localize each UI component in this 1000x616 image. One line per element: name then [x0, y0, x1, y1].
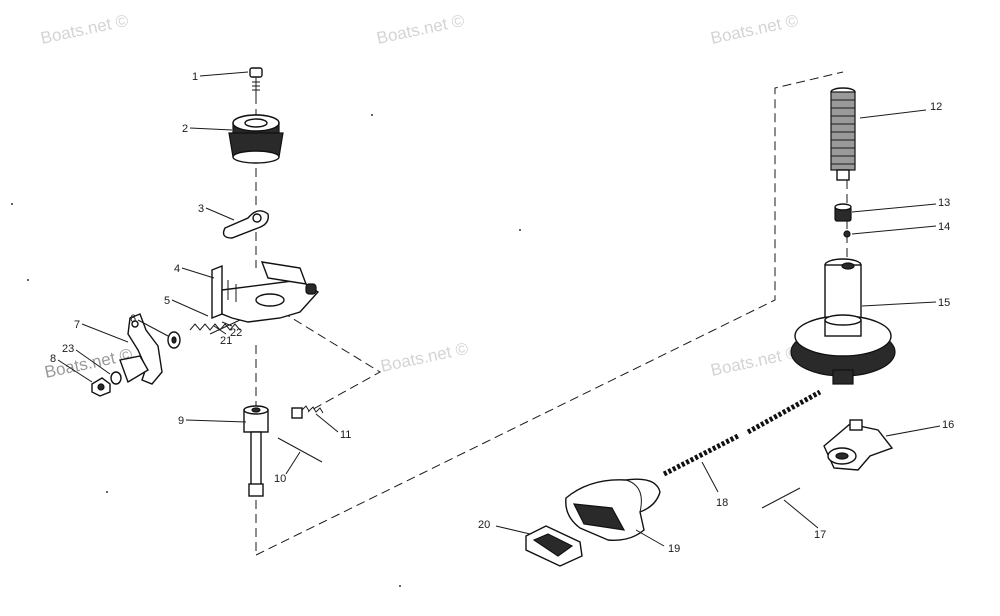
label-7: 7	[74, 319, 80, 331]
part-2-gear	[228, 114, 284, 164]
label-18: 18	[716, 497, 728, 509]
label-22: 22	[230, 327, 242, 339]
part-8-nut	[91, 371, 122, 397]
label-11: 11	[340, 429, 351, 441]
part-12-spring-cylinder	[830, 87, 856, 181]
part-3-lock-plate	[222, 210, 269, 239]
part-labels: 1 2 3 4 5 6 7 23 8 9 10 11 22 21 12 13 1…	[50, 71, 954, 555]
leader-lines	[57, 71, 941, 547]
watermark: Boats.net ©	[39, 11, 131, 48]
part-1-screw	[249, 67, 263, 95]
specks	[11, 114, 521, 587]
part-13-bushing	[834, 203, 852, 222]
label-19: 19	[668, 543, 680, 555]
part-4-bracket	[211, 261, 320, 323]
watermark: Boats.net ©	[379, 339, 471, 376]
label-20: 20	[478, 519, 490, 531]
label-8: 8	[50, 353, 56, 365]
label-6: 6	[130, 313, 136, 325]
part-9-shaft	[243, 405, 269, 497]
part-14-ball	[843, 230, 851, 238]
watermark: Boats.net ©	[709, 11, 801, 48]
label-13: 13	[938, 197, 950, 209]
label-17: 17	[814, 529, 826, 541]
part-16-bracket	[823, 419, 894, 471]
label-3: 3	[198, 203, 204, 215]
part-18-rope	[662, 389, 822, 477]
part-19-handle	[565, 478, 661, 541]
part-7-lever	[119, 313, 163, 385]
label-21: 21	[220, 335, 232, 347]
part-20-insert	[525, 525, 583, 567]
part-15-pulley	[790, 258, 896, 385]
label-12: 12	[930, 101, 942, 113]
label-5: 5	[164, 295, 170, 307]
part-10-pin	[277, 437, 323, 463]
part-5-spring	[189, 319, 241, 335]
label-2: 2	[182, 123, 188, 135]
part-11-screw	[291, 405, 324, 419]
label-23: 23	[62, 343, 74, 355]
label-1: 1	[192, 71, 198, 83]
label-14: 14	[938, 221, 950, 233]
label-16: 16	[942, 419, 954, 431]
watermark: Boats.net ©	[709, 343, 801, 380]
label-9: 9	[178, 415, 184, 427]
label-4: 4	[174, 263, 180, 275]
watermark: Boats.net ©	[375, 11, 467, 48]
label-10: 10	[274, 473, 286, 485]
part-6-washer	[167, 331, 181, 349]
label-15: 15	[938, 297, 950, 309]
assembly-lines	[255, 71, 848, 556]
part-17-pin	[761, 487, 801, 509]
